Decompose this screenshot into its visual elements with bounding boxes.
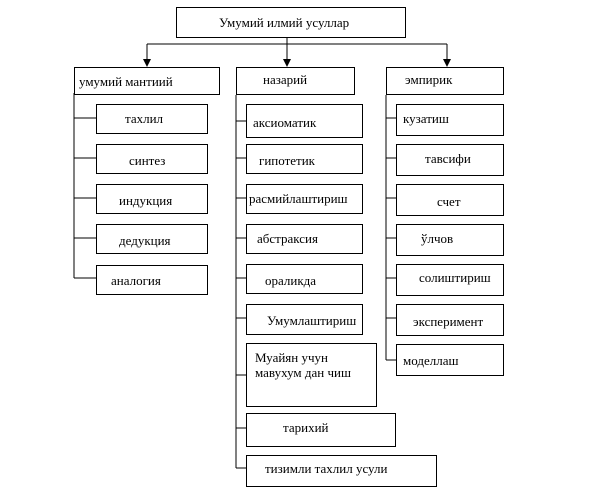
node-label: аксиоматик — [253, 115, 317, 130]
group-empirical: эмпирик — [386, 67, 504, 95]
group-theoretical: назарий — [236, 67, 355, 95]
node-label: солиштириш — [419, 270, 491, 285]
node-analysis: тахлил — [96, 104, 208, 134]
node-label: Умумлаштириш — [267, 313, 357, 328]
node-deduction: дедукция — [96, 224, 208, 254]
node-experiment: эксперимент — [396, 304, 504, 336]
node-system-analysis: тизимли тахлил усули — [246, 455, 437, 487]
node-count: счет — [396, 184, 504, 216]
group-label: умумий мантиий — [79, 74, 173, 89]
node-hypothetical: гипотетик — [246, 144, 363, 174]
group-general-logic: умумий мантиий — [74, 67, 220, 95]
node-intermediate: ораликда — [246, 264, 363, 294]
node-observation: кузатиш — [396, 104, 504, 136]
node-description: тавсифи — [396, 144, 504, 176]
node-label: гипотетик — [259, 153, 315, 168]
node-label: расмийлаштириш — [249, 191, 348, 206]
node-abstraction: абстраксия — [246, 224, 363, 254]
node-label: тахлил — [125, 111, 164, 126]
node-label: индукция — [119, 193, 173, 208]
node-label: тарихий — [283, 420, 329, 435]
node-label: кузатиш — [403, 111, 449, 126]
node-label: тавсифи — [425, 151, 471, 166]
node-label: синтез — [129, 153, 166, 168]
node-label: аналогия — [111, 273, 161, 288]
root-label: Умумий илмий усуллар — [219, 15, 350, 30]
node-label: ўлчов — [421, 231, 454, 246]
node-label: абстраксия — [257, 231, 318, 246]
node-axiomatic: аксиоматик — [246, 104, 363, 138]
node-analogy: аналогия — [96, 265, 208, 295]
node-modeling: моделлаш — [396, 344, 504, 376]
root-node: Умумий илмий усуллар — [176, 7, 406, 38]
node-concrete-to-abstract: Муайян учун мавухум дан чиш — [246, 343, 377, 407]
node-label: моделлаш — [403, 353, 459, 368]
group-label: эмпирик — [405, 72, 453, 87]
node-label: счет — [437, 194, 461, 209]
node-formalization: расмийлаштириш — [246, 184, 363, 214]
node-label: тизимли тахлил усули — [265, 461, 388, 476]
node-label: Муайян учун мавухум дан чиш — [255, 350, 352, 380]
node-label: эксперимент — [413, 314, 484, 329]
node-induction: индукция — [96, 184, 208, 214]
node-comparison: солиштириш — [396, 264, 504, 296]
group-label: назарий — [263, 72, 308, 87]
node-label: дедукция — [119, 233, 171, 248]
node-historical: тарихий — [246, 413, 396, 447]
node-label: ораликда — [265, 273, 317, 288]
node-measurement: ўлчов — [396, 224, 504, 256]
node-generalization: Умумлаштириш — [246, 304, 363, 335]
node-synthesis: синтез — [96, 144, 208, 174]
